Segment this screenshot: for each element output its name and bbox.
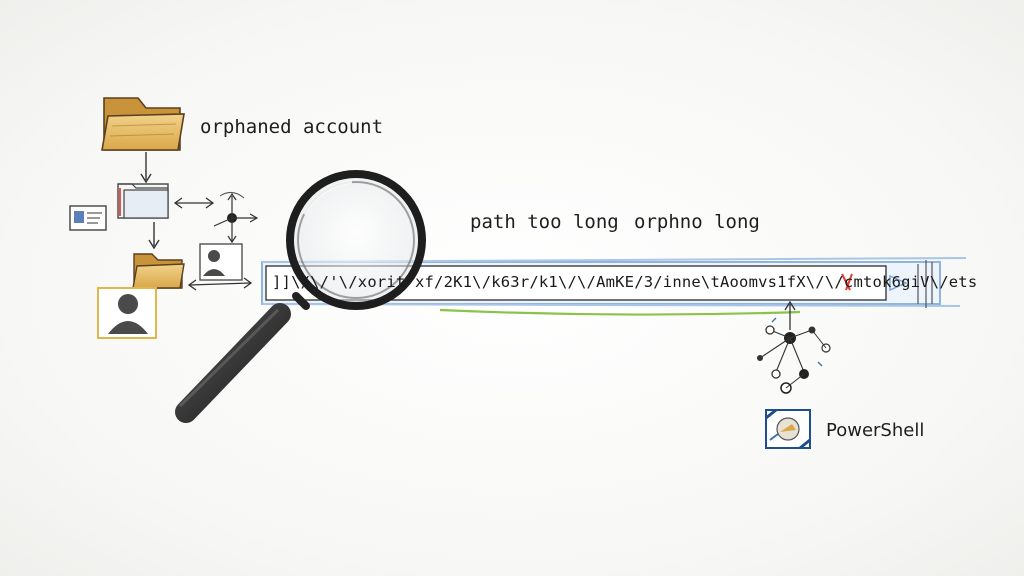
folder-icon [132, 253, 185, 289]
user-card-icon [69, 205, 107, 231]
orphaned-account-label: orphaned account [200, 116, 384, 138]
powershell-label: PowerShell [826, 420, 925, 441]
user-icon [97, 287, 157, 339]
user-icon [199, 243, 243, 281]
network-node-icon [757, 300, 831, 394]
orphno-long-label: orphno long [634, 211, 760, 233]
magnifying-glass-icon [175, 170, 426, 423]
network-node-icon [213, 192, 259, 244]
path-too-long-label: path too long [470, 211, 619, 233]
long-path-text: ]]\/\/'\/xorit xf/2K1\/k63r/k1\/\/AmKE/3… [272, 273, 978, 291]
folder-icon [101, 97, 185, 151]
folder-icon [117, 183, 169, 219]
powershell-icon [765, 408, 811, 450]
